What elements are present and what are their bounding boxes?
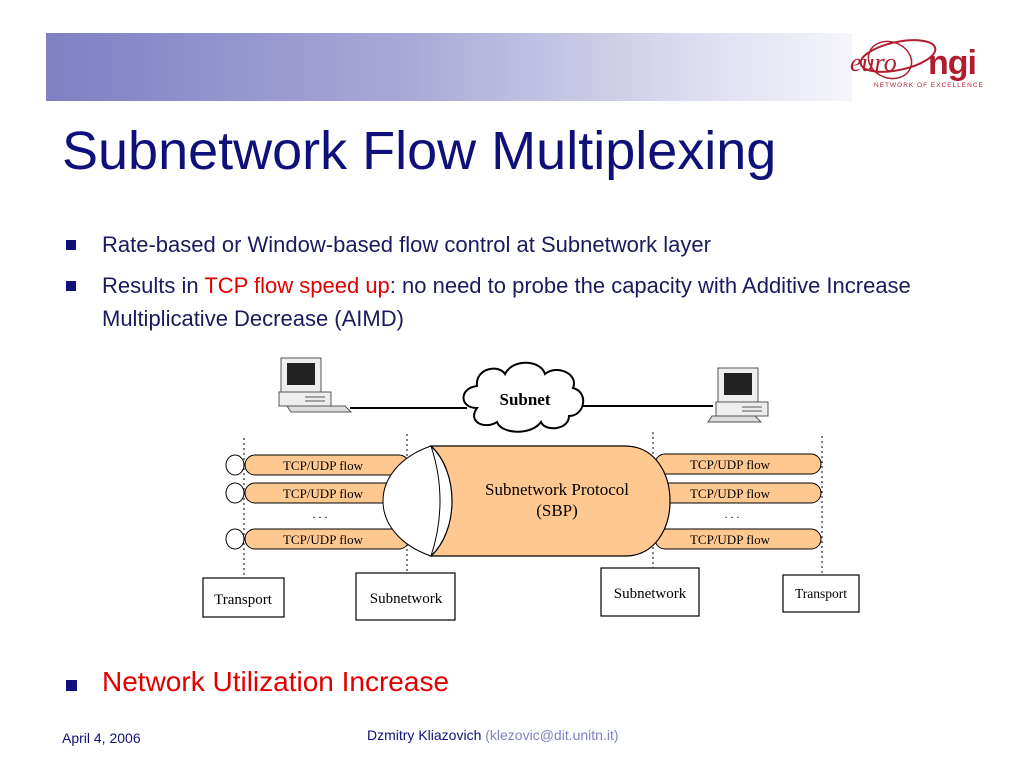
- transport-box-right: [782, 574, 860, 613]
- subnet-cloud-icon: [462, 361, 584, 433]
- flow-ellipsis: . . .: [313, 507, 328, 521]
- bullet-text-pre: Results in: [102, 273, 205, 298]
- flow-ellipsis: . . .: [725, 507, 740, 521]
- bullet-item-highlight: Network Utilization Increase: [62, 666, 449, 698]
- bullet-text: Rate-based or Window-based flow control …: [102, 232, 711, 257]
- eurongi-logo: euro ngi NETWORK OF EXCELLENCE: [850, 30, 1010, 96]
- flow-label: TCP/UDP flow: [283, 486, 364, 501]
- transport-box-left: [202, 577, 285, 618]
- flow-label: TCP/UDP flow: [283, 458, 364, 473]
- flow-label: TCP/UDP flow: [690, 457, 771, 472]
- bullet-highlight: TCP flow speed up: [204, 273, 390, 298]
- flow-label: TCP/UDP flow: [283, 532, 364, 547]
- computer-right-icon: [707, 367, 769, 423]
- flow-label: TCP/UDP flow: [690, 486, 771, 501]
- subnetwork-box-right: [600, 567, 700, 617]
- bullet-text: Network Utilization Increase: [102, 666, 450, 697]
- protocol-label-line1: Subnetwork Protocol: [485, 480, 629, 499]
- right-flow-group: TCP/UDP flow TCP/UDP flow . . . TCP/UDP …: [654, 453, 822, 550]
- logo-tagline: NETWORK OF EXCELLENCE: [874, 82, 984, 89]
- header-band: [46, 33, 852, 101]
- subnetwork-box-left: [355, 572, 456, 621]
- subnetwork-label: Subnetwork: [370, 591, 443, 607]
- bullet-item: Results in TCP flow speed up: no need to…: [62, 269, 962, 335]
- left-flow-group: TCP/UDP flow TCP/UDP flow . . . TCP/UDP …: [225, 454, 410, 550]
- bullet-list: Rate-based or Window-based flow control …: [62, 228, 962, 343]
- transport-label: Transport: [795, 586, 847, 601]
- bullet-item: Rate-based or Window-based flow control …: [62, 228, 962, 261]
- computer-left-icon: [278, 357, 353, 413]
- protocol-label-line2: (SBP): [536, 501, 578, 520]
- logo-main: ngi: [928, 44, 977, 82]
- bullet-text-post: : no need to probe the capacity with Add…: [102, 273, 911, 331]
- sbp-pipe: [429, 445, 671, 557]
- author-email: (klezovic@dit.unitn.it): [485, 727, 619, 743]
- footer-author: Dzmitry Kliazovich (klezovic@dit.unitn.i…: [367, 727, 619, 743]
- flow-label: TCP/UDP flow: [690, 532, 771, 547]
- subnet-label: Subnet: [499, 390, 550, 409]
- subnetwork-label: Subnetwork: [614, 586, 687, 602]
- page-title: Subnetwork Flow Multiplexing: [62, 121, 777, 181]
- multiplexer-lens: [382, 445, 441, 557]
- logo-swirl-icon: [859, 39, 937, 80]
- footer-date: April 4, 2006: [62, 730, 141, 746]
- logo-prefix: euro: [850, 48, 897, 77]
- transport-label: Transport: [214, 592, 273, 608]
- author-name: Dzmitry Kliazovich: [367, 727, 482, 743]
- network-diagram: Subnet TCP/UDP flow TCP/UDP flow . . . T…: [202, 357, 860, 621]
